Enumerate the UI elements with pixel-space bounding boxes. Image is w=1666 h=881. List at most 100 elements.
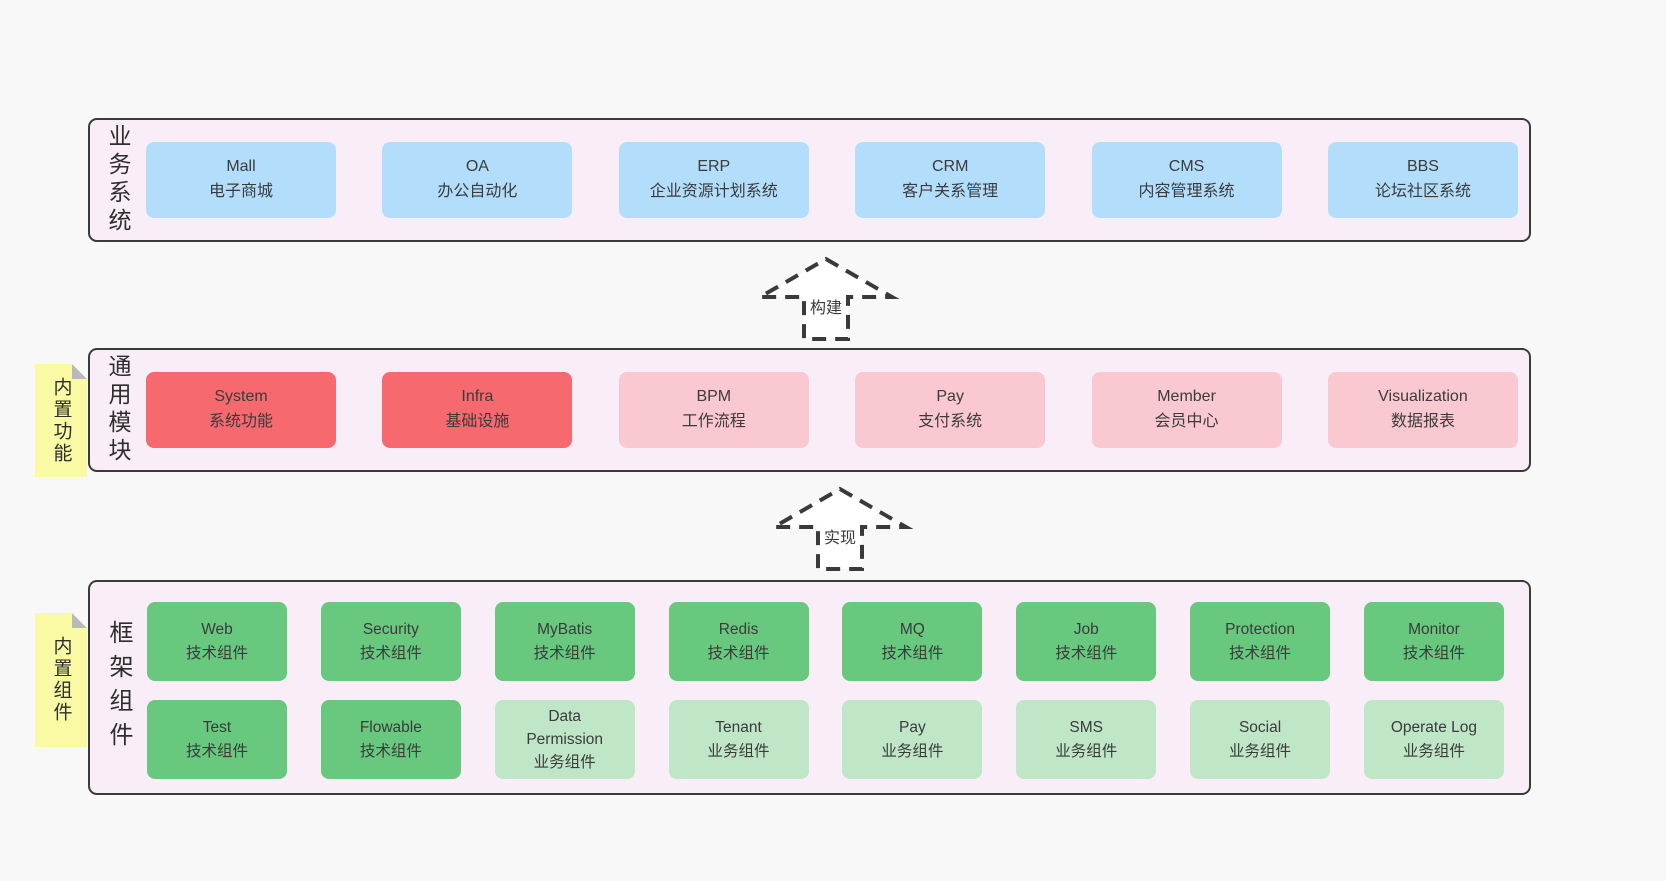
box-name: Mall [226,158,256,176]
box-desc: 数据报表 [1390,413,1455,430]
box-desc: 业务组件 [1055,742,1118,760]
box-desc: 技术组件 [185,644,248,662]
box-name: Security [362,621,419,639]
box-pay-module: Pay 支付系统 [855,372,1046,448]
box-desc: 技术组件 [359,742,422,760]
box-monitor: Monitor 技术组件 [1363,602,1504,681]
box-desc: 业务组件 [533,754,596,772]
panel-business-label: 业务系统 [105,124,131,236]
box-visualization: Visualization 数据报表 [1327,372,1518,448]
business-box-row: Mall 电子商城 OA 办公自动化 ERP 企业资源计划系统 CRM 客户关系… [146,120,1518,240]
box-desc: 技术组件 [359,644,422,662]
box-name: Tenant [715,719,762,737]
box-operate-log: Operate Log 业务组件 [1363,700,1504,779]
panel-framework-components: 框架组件 Web 技术组件 Security 技术组件 MyBatis 技术组件… [88,580,1531,795]
box-name: Redis [718,621,759,639]
box-redis: Redis 技术组件 [668,602,809,681]
box-name: System [214,388,268,406]
box-desc: 论坛社区系统 [1374,183,1471,200]
box-name: Social [1238,719,1282,737]
box-system: System 系统功能 [146,372,336,448]
box-name: BBS [1406,158,1439,176]
panel-business-systems: 业务系统 Mall 电子商城 OA 办公自动化 ERP 企业资源计划系统 CRM… [88,118,1531,242]
sticky-built-in-features: 内置功能 [35,364,87,477]
box-desc: 技术组件 [185,742,248,760]
implement-arrow: 实现 [766,485,914,573]
build-arrow: 构建 [752,255,900,343]
framework-box-row-2: Test 技术组件 Flowable 技术组件 Data Permission … [147,700,1504,779]
box-name: Operate Log [1390,719,1477,737]
sticky-built-in-components: 内置组件 [35,613,87,747]
box-name: CMS [1168,158,1205,176]
box-name: Pay [936,388,964,406]
box-name: MQ [899,621,925,639]
box-desc: 业务组件 [881,742,944,760]
box-name: Member [1157,388,1216,406]
modules-box-row: System 系统功能 Infra 基础设施 BPM 工作流程 Pay 支付系统… [146,350,1518,470]
box-desc: 技术组件 [707,644,770,662]
box-name: Infra [461,388,494,406]
box-name: SMS [1069,719,1104,737]
build-arrow-label: 构建 [805,292,847,320]
box-name: CRM [931,158,969,176]
box-member: Member 会员中心 [1091,372,1282,448]
box-social: Social 业务组件 [1190,700,1331,779]
box-bpm: BPM 工作流程 [618,372,809,448]
box-job: Job 技术组件 [1016,602,1157,681]
box-name: ERP [697,158,731,176]
box-desc: 基础设施 [445,413,510,430]
panel-modules-label: 通用模块 [105,354,131,466]
box-desc: 客户关系管理 [902,183,999,200]
box-name: Pay [899,719,926,737]
panel-framework-label: 框架组件 [105,619,132,756]
box-name: Monitor [1408,621,1460,639]
box-name: Job [1073,621,1099,639]
box-desc: 企业资源计划系统 [649,183,778,200]
box-desc: 技术组件 [533,644,596,662]
panel-common-modules: 通用模块 System 系统功能 Infra 基础设施 BPM 工作流程 Pay… [88,348,1531,472]
sticky-built-in-features-label: 内置功能 [50,376,72,465]
sticky-built-in-components-label: 内置组件 [50,636,72,724]
box-name: Data Permission [526,707,604,748]
box-desc: 技术组件 [1055,644,1118,662]
box-desc: 业务组件 [1402,742,1465,760]
box-name: Web [201,621,233,639]
box-protection: Protection 技术组件 [1190,602,1331,681]
box-mybatis: MyBatis 技术组件 [494,602,635,681]
box-infra: Infra 基础设施 [382,372,573,448]
box-name: MyBatis [537,621,593,639]
box-desc: 业务组件 [1229,742,1292,760]
box-desc: 工作流程 [681,413,746,430]
box-name: OA [465,158,489,176]
box-desc: 业务组件 [707,742,770,760]
box-name: Test [202,719,232,737]
box-mq: MQ 技术组件 [842,602,983,681]
box-desc: 会员中心 [1154,413,1219,430]
box-test: Test 技术组件 [147,700,287,779]
box-security: Security 技术组件 [320,602,461,681]
box-desc: 办公自动化 [437,183,518,200]
box-name: Flowable [359,719,422,737]
box-desc: 电子商城 [208,183,273,200]
box-bbs: BBS 论坛社区系统 [1327,142,1518,218]
box-sms: SMS 业务组件 [1016,700,1157,779]
box-desc: 技术组件 [881,644,944,662]
box-name: Visualization [1378,388,1468,406]
box-crm: CRM 客户关系管理 [855,142,1046,218]
box-desc: 技术组件 [1402,644,1465,662]
box-desc: 内容管理系统 [1138,183,1235,200]
box-desc: 系统功能 [208,413,273,430]
box-pay-component: Pay 业务组件 [842,700,983,779]
box-name: BPM [696,388,732,406]
box-oa: OA 办公自动化 [382,142,573,218]
box-flowable: Flowable 技术组件 [320,700,461,779]
box-desc: 技术组件 [1229,644,1292,662]
box-data-permission: Data Permission 业务组件 [494,700,635,779]
box-name: Protection [1225,621,1295,639]
box-tenant: Tenant 业务组件 [668,700,809,779]
sticky-fold-corner [72,613,87,628]
box-web: Web 技术组件 [147,602,287,681]
box-erp: ERP 企业资源计划系统 [618,142,809,218]
box-desc: 支付系统 [918,413,983,430]
